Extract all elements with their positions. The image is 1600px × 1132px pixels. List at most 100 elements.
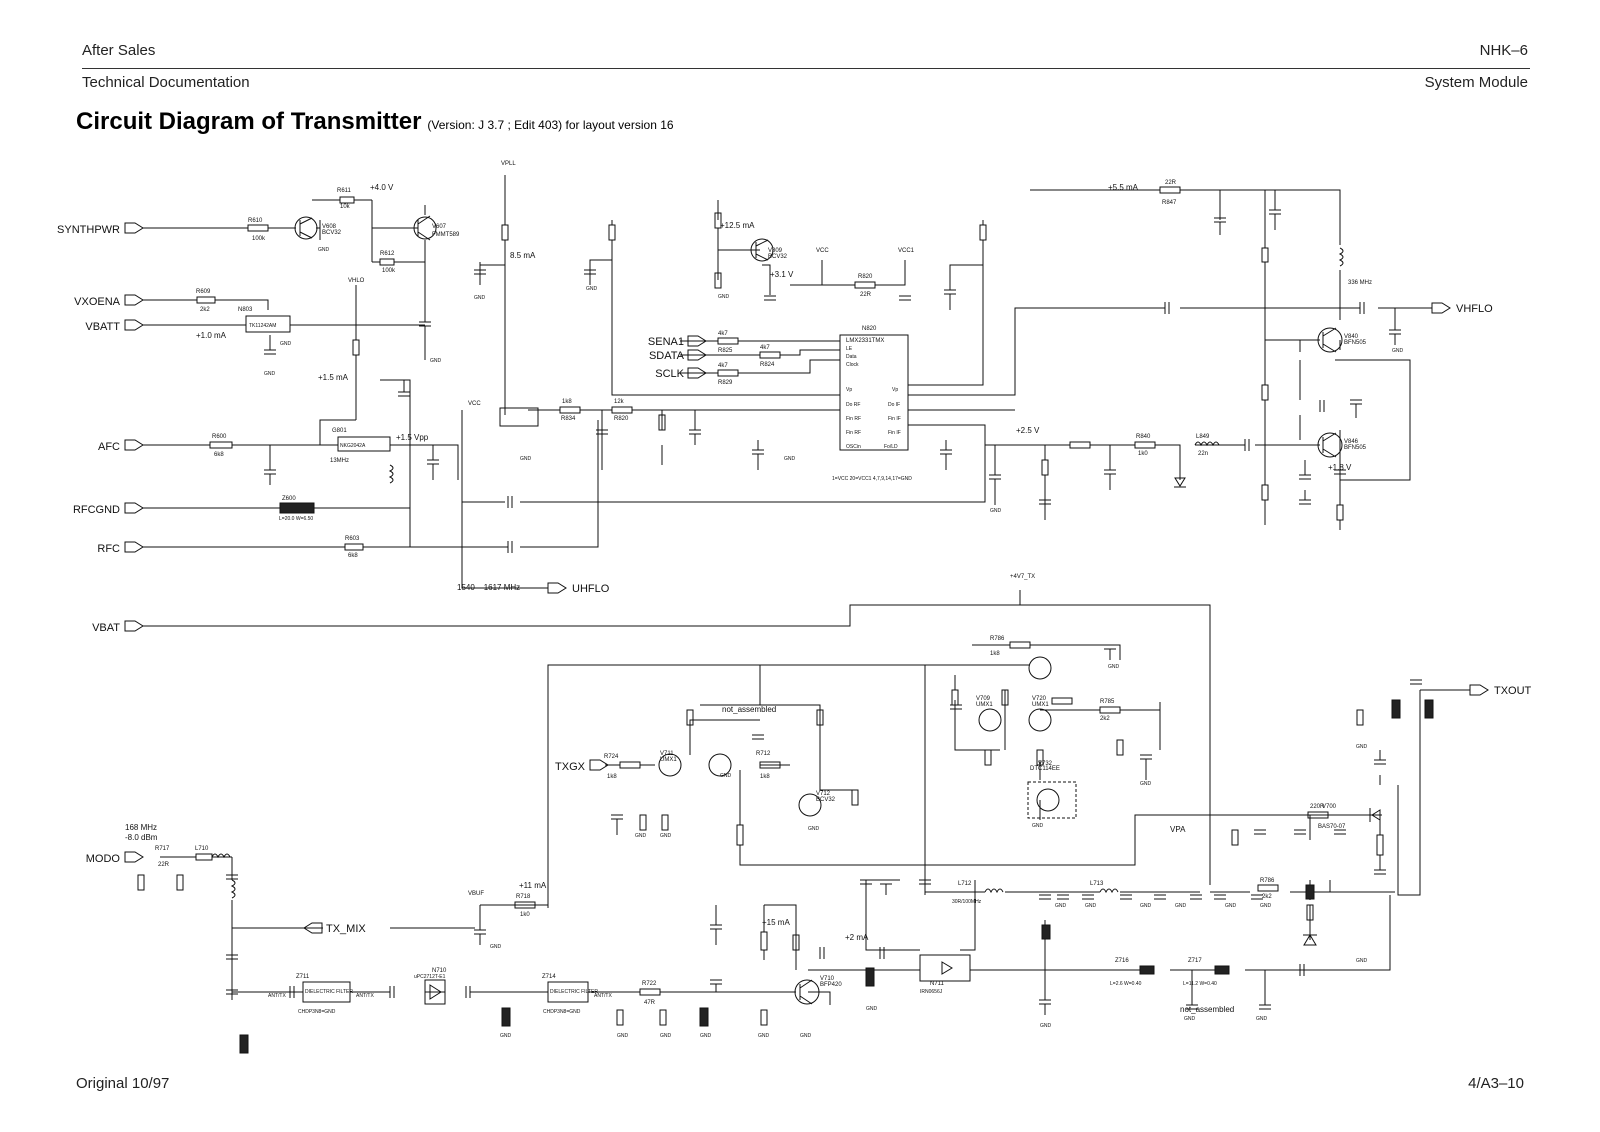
resistor-r789 bbox=[1306, 904, 1314, 921]
svg-text:+1.8 V: +1.8 V bbox=[1328, 463, 1352, 472]
svg-text:Fin IF: Fin IF bbox=[888, 430, 901, 436]
svg-text:UMX1: UMX1 bbox=[1032, 702, 1049, 708]
port-vbatt[interactable]: VBATT bbox=[85, 319, 144, 333]
capacitor-c849 bbox=[1164, 302, 1170, 314]
title-main: Circuit Diagram of Transmitter bbox=[76, 108, 422, 135]
resistor-r834 bbox=[559, 406, 581, 414]
port-uhflo[interactable]: UHFLO bbox=[547, 582, 610, 595]
svg-text:Fo/LD: Fo/LD bbox=[884, 444, 898, 450]
transistor-v607 bbox=[413, 216, 437, 240]
port-rfc[interactable]: RFC bbox=[97, 541, 144, 555]
svg-text:GND: GND bbox=[280, 341, 292, 347]
resistor-r832 bbox=[979, 224, 987, 241]
svg-text:1540 – 1617 MHz: 1540 – 1617 MHz bbox=[457, 583, 520, 592]
port-modo[interactable]: MODO bbox=[86, 851, 144, 865]
resistor-r847 bbox=[1159, 186, 1181, 194]
port-synthpwr[interactable]: SYNTHPWR bbox=[57, 222, 144, 236]
svg-text:+1.5 mA: +1.5 mA bbox=[318, 373, 349, 382]
resistor-r840 bbox=[501, 224, 509, 241]
port-sdata[interactable]: SDATA bbox=[649, 349, 707, 362]
inductor-l800 bbox=[388, 464, 394, 484]
svg-text:VBAT: VBAT bbox=[92, 622, 120, 634]
svg-text:BFN505: BFN505 bbox=[1344, 445, 1367, 451]
svg-text:Fin RF: Fin RF bbox=[846, 416, 861, 422]
port-rfcgnd[interactable]: RFCGND bbox=[73, 502, 144, 516]
svg-text:R609: R609 bbox=[196, 289, 211, 295]
svg-text:R786: R786 bbox=[1260, 878, 1275, 884]
svg-text:R724: R724 bbox=[604, 754, 619, 760]
svg-text:GND: GND bbox=[800, 1033, 812, 1039]
svg-text:+2.5 V: +2.5 V bbox=[1016, 426, 1040, 435]
svg-text:R840: R840 bbox=[1136, 434, 1151, 440]
resistor-r822 bbox=[714, 272, 722, 289]
svg-text:GND: GND bbox=[784, 456, 796, 462]
capacitor-c844 bbox=[1299, 474, 1311, 480]
inductor-l711 bbox=[230, 879, 236, 899]
resistor-r704 bbox=[1356, 709, 1364, 726]
resistor-r841 bbox=[1261, 384, 1269, 401]
header-right-bottom: System Module bbox=[1424, 74, 1528, 91]
capacitor-c782 bbox=[1374, 759, 1386, 765]
inductor-l712 bbox=[984, 888, 1004, 894]
svg-text:L713: L713 bbox=[1090, 881, 1104, 887]
inductor-l849 bbox=[1194, 441, 1220, 447]
capacitor-c732 bbox=[880, 879, 892, 895]
resistor-r842 bbox=[1261, 484, 1269, 501]
svg-text:G801: G801 bbox=[332, 428, 347, 434]
port-txout[interactable]: TXOUT bbox=[1469, 684, 1532, 697]
svg-text:30R/100MHz: 30R/100MHz bbox=[952, 899, 982, 905]
svg-text:R600: R600 bbox=[212, 434, 227, 440]
capacitor-c781 bbox=[1334, 829, 1346, 835]
svg-text:GND: GND bbox=[1260, 903, 1272, 909]
port-vhflo[interactable]: VHFLO bbox=[1431, 302, 1493, 315]
capacitors bbox=[226, 209, 1422, 1015]
capacitor-c834 bbox=[940, 440, 952, 470]
resistor-r824 bbox=[759, 351, 781, 359]
capacitor-c717 bbox=[710, 979, 722, 992]
capacitor-c826 bbox=[899, 295, 911, 301]
port-tx-mix[interactable]: TX_MIX bbox=[303, 922, 366, 935]
capacitor-c736 bbox=[1104, 644, 1116, 660]
resistor-r601 bbox=[352, 339, 360, 356]
port-sclk[interactable]: SCLK bbox=[655, 367, 707, 380]
svg-text:R847: R847 bbox=[1162, 200, 1177, 206]
capacitor-c728 bbox=[1039, 894, 1051, 900]
svg-text:Fin IF: Fin IF bbox=[888, 416, 901, 422]
resistor-r786b bbox=[1257, 884, 1279, 892]
svg-text:22R: 22R bbox=[1165, 180, 1177, 186]
svg-text:GND: GND bbox=[808, 826, 820, 832]
svg-text:4k7: 4k7 bbox=[760, 345, 770, 351]
transistor-v732 bbox=[1036, 788, 1060, 812]
capacitor-c725 bbox=[879, 947, 885, 959]
capacitor-c731 bbox=[1057, 894, 1069, 900]
port-vxoena[interactable]: VXOENA bbox=[74, 294, 144, 308]
port-sena1[interactable]: SENA1 bbox=[648, 335, 707, 348]
resistor-r603 bbox=[344, 543, 364, 551]
svg-text:ANT/TX: ANT/TX bbox=[594, 993, 612, 999]
resistor-r723 bbox=[659, 1009, 667, 1026]
header-left-top: After Sales bbox=[82, 42, 156, 59]
svg-text:R718: R718 bbox=[516, 894, 531, 900]
svg-text:ANT/TX: ANT/TX bbox=[356, 993, 374, 999]
ic-g801 bbox=[337, 436, 391, 452]
svg-text:+4V7_TX: +4V7_TX bbox=[1010, 574, 1035, 580]
svg-text:220R: 220R bbox=[1310, 804, 1325, 810]
svg-text:R786: R786 bbox=[990, 636, 1005, 642]
filter-z711 bbox=[302, 981, 351, 1003]
port-txgx[interactable]: TXGX bbox=[555, 759, 609, 773]
capacitor-c805 bbox=[398, 380, 410, 397]
port-vbat[interactable]: VBAT bbox=[92, 620, 144, 634]
resistor-r846 bbox=[1134, 441, 1156, 449]
resistor-r717 bbox=[195, 853, 213, 861]
resistor-r701 bbox=[137, 874, 145, 891]
stripline-z600 bbox=[279, 502, 315, 514]
capacitor-c718 bbox=[465, 986, 471, 998]
resistor-r786 bbox=[1009, 641, 1031, 649]
svg-text:not_assembled: not_assembled bbox=[1180, 1005, 1234, 1014]
stripline-z720 bbox=[865, 967, 875, 987]
capacitor-c829 bbox=[944, 289, 956, 310]
svg-text:R722: R722 bbox=[642, 981, 657, 987]
svg-text:BAS70-07: BAS70-07 bbox=[1318, 824, 1346, 830]
port-afc[interactable]: AFC bbox=[98, 439, 144, 453]
svg-text:RFCGND: RFCGND bbox=[73, 504, 120, 516]
